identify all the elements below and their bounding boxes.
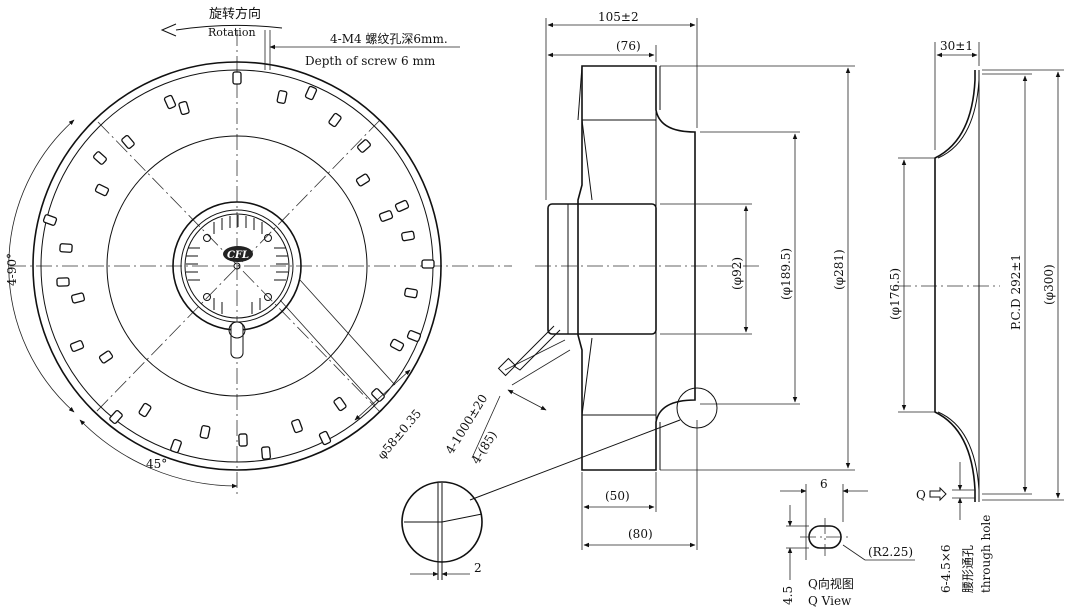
holes-spec-label: 6-4.5×6 [939,545,953,593]
ring-depth-label: 30±1 [940,39,973,53]
angle-45-label: 45° [146,457,167,471]
dia-92-label: (φ92) [730,257,744,290]
q-view: 6 4.5 (R2.25) Q向视图 Q View [780,477,915,608]
bolt-circle-label: φ58±0.35 [375,407,425,462]
width-50-label: (50) [605,489,630,503]
q-marker-label: Q [916,488,926,502]
angle-4x90-label: 4-90° [5,253,19,286]
detail-gap-label: 2 [474,561,482,575]
holes-cn-label: 腰形通孔 [961,545,975,593]
q-view-title-cn: Q向视图 [808,576,854,591]
cable-strip-label: 4-(85) [469,428,500,466]
detail-view: 2 [401,481,483,580]
rotation-label-cn: 旋转方向 [209,6,261,22]
slot-radius-label: (R2.25) [868,545,913,559]
ring-pcd-label: P.C.D 292±1 [1009,254,1023,330]
motor-hub: CFL [172,201,302,359]
screw-note-en: Depth of screw 6 mm [305,54,436,68]
side-view: 105±2 (76) (φ92) (φ189.5) (φ281) (50) (8… [497,10,855,550]
dia-281-label: (φ281) [832,249,846,290]
dia-189-label: (φ189.5) [779,248,793,300]
overall-width-label: 105±2 [598,10,639,24]
slot-length-label: 6 [820,477,828,491]
brand-logo [223,246,253,262]
rotation-label-en: Rotation [208,26,256,39]
blade-slot-ring-inner [59,90,418,447]
holes-en-label: through hole [979,515,993,593]
impeller-inner-circle [106,135,368,397]
brand-logo-text: CFL [227,250,249,261]
q-view-title-en: Q View [808,594,852,608]
screw-note-cn: 4-M4 螺纹孔深6mm. [330,32,448,46]
width-76-label: (76) [616,39,641,53]
ring-dia-176-label: (φ176.5) [888,268,902,320]
width-80-label: (80) [628,527,653,541]
ring-dia-300-label: (φ300) [1042,264,1056,305]
inlet-ring-view: 30±1 (φ176.5) P.C.D 292±1 (φ300) Q 6-4.5… [888,39,1064,593]
slot-width-label: 4.5 [781,586,795,605]
